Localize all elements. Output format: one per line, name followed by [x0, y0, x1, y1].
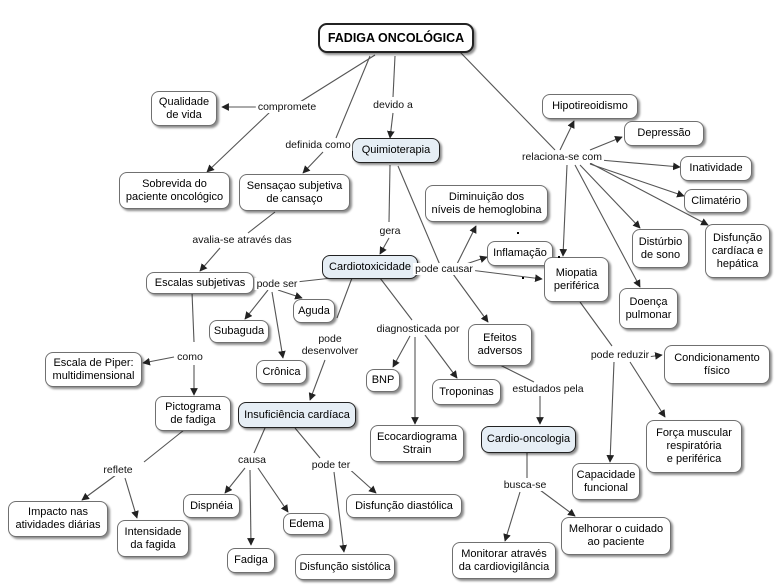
link-label-causa: causa — [235, 454, 269, 466]
link-label-diagnosticada-por: diagnosticada por — [374, 323, 462, 335]
node-subaguda[interactable]: Subaguda — [209, 320, 269, 343]
link-label-pode-reduzir: pode reduzir — [588, 349, 652, 361]
link-label-devido-a: devido a — [371, 99, 415, 111]
node-inatividade[interactable]: Inatividade — [680, 156, 752, 181]
link-label-pode-ter: pode ter — [309, 459, 353, 471]
link-label-pode-desenvolver: pode desenvolver — [299, 333, 361, 357]
node-bnp[interactable]: BNP — [366, 369, 400, 392]
link-label-avalia-se: avalia-se através das — [190, 234, 294, 246]
node-fadiga[interactable]: Fadiga — [227, 548, 275, 573]
link-label-pode-causar: pode causar — [413, 263, 475, 275]
node-impacto[interactable]: Impacto nas atividades diárias — [8, 501, 108, 537]
node-sensacao-subjetiva[interactable]: Sensaçao subjetiva de cansaço — [239, 174, 350, 211]
node-cardiotoxicidade[interactable]: Cardiotoxicidade — [322, 255, 418, 279]
node-doenca-pulmonar[interactable]: Doença pulmonar — [619, 288, 678, 329]
link-label-relaciona-se-com: relaciona-se com — [520, 151, 604, 163]
node-escala-piper[interactable]: Escala de Piper: multidimensional — [45, 352, 142, 387]
node-cronica[interactable]: Crônica — [256, 360, 307, 384]
node-miopatia[interactable]: Miopatia periférica — [544, 257, 609, 302]
node-forca-muscular[interactable]: Força muscular respiratória e periférica — [646, 420, 742, 473]
node-disfuncao-diastolica[interactable]: Disfunção diastólica — [346, 494, 462, 518]
node-escalas-subjetivas[interactable]: Escalas subjetivas — [146, 272, 254, 294]
link-label-definida-como: definida como — [283, 139, 353, 151]
node-quimioterapia[interactable]: Quimioterapia — [352, 138, 440, 163]
node-depressao[interactable]: Depressão — [624, 121, 704, 146]
node-inflamacao[interactable]: Inflamação — [487, 241, 553, 266]
node-qualidade-de-vida[interactable]: Qualidade de vida — [151, 91, 217, 126]
node-pictograma[interactable]: Pictograma de fadiga — [155, 396, 231, 431]
node-insuficiencia-cardiaca[interactable]: Insuficiência cardíaca — [238, 402, 356, 428]
node-melhorar-cuidado[interactable]: Melhorar o cuidado ao paciente — [561, 517, 671, 555]
node-condicionamento[interactable]: Condicionamento físico — [664, 345, 770, 384]
node-disfuncao-cardiaca-hepatica[interactable]: Disfunção cardíaca e hepática — [705, 224, 770, 278]
node-monitorar[interactable]: Monitorar através da cardiovigilância — [452, 542, 556, 579]
link-label-compromete: compromete — [255, 101, 319, 113]
node-ecocardiograma[interactable]: Ecocardiograma Strain — [370, 425, 464, 462]
node-climaterio[interactable]: Climatério — [684, 189, 748, 213]
link-label-estudados-pela: estudados pela — [510, 383, 586, 395]
node-sobrevida[interactable]: Sobrevida do paciente oncológico — [119, 172, 230, 209]
node-hipotireoidismo[interactable]: Hipotireoidismo — [542, 94, 638, 119]
title-node[interactable]: FADIGA ONCOLÓGICA — [318, 23, 474, 53]
node-cardio-oncologia[interactable]: Cardio-oncologia — [481, 426, 576, 453]
node-diminuicao-hemoglobina[interactable]: Diminuição dos níveis de hemoglobina — [425, 185, 548, 222]
link-label-reflete: reflete — [101, 464, 135, 476]
node-disfuncao-sistolica[interactable]: Disfunção sistólica — [295, 554, 395, 580]
stray-dot — [517, 232, 519, 234]
link-label-gera: gera — [377, 225, 403, 237]
stray-dot — [558, 256, 560, 258]
node-troponinas[interactable]: Troponinas — [432, 379, 501, 405]
node-efeitos-adversos[interactable]: Efeitos adversos — [468, 324, 532, 366]
node-aguda[interactable]: Aguda — [293, 299, 335, 323]
node-intensidade[interactable]: Intensidade da fagida — [117, 520, 189, 557]
link-label-busca-se: busca-se — [501, 479, 549, 491]
node-disturbio-sono[interactable]: Distúrbio de sono — [632, 229, 689, 268]
link-label-pode-ser: pode ser — [254, 278, 300, 290]
link-label-como: como — [175, 351, 205, 363]
node-dispneia[interactable]: Dispnéia — [183, 494, 240, 518]
stray-dot — [522, 277, 524, 279]
node-edema[interactable]: Edema — [283, 513, 330, 535]
node-capacidade-funcional[interactable]: Capacidade funcional — [572, 463, 640, 500]
